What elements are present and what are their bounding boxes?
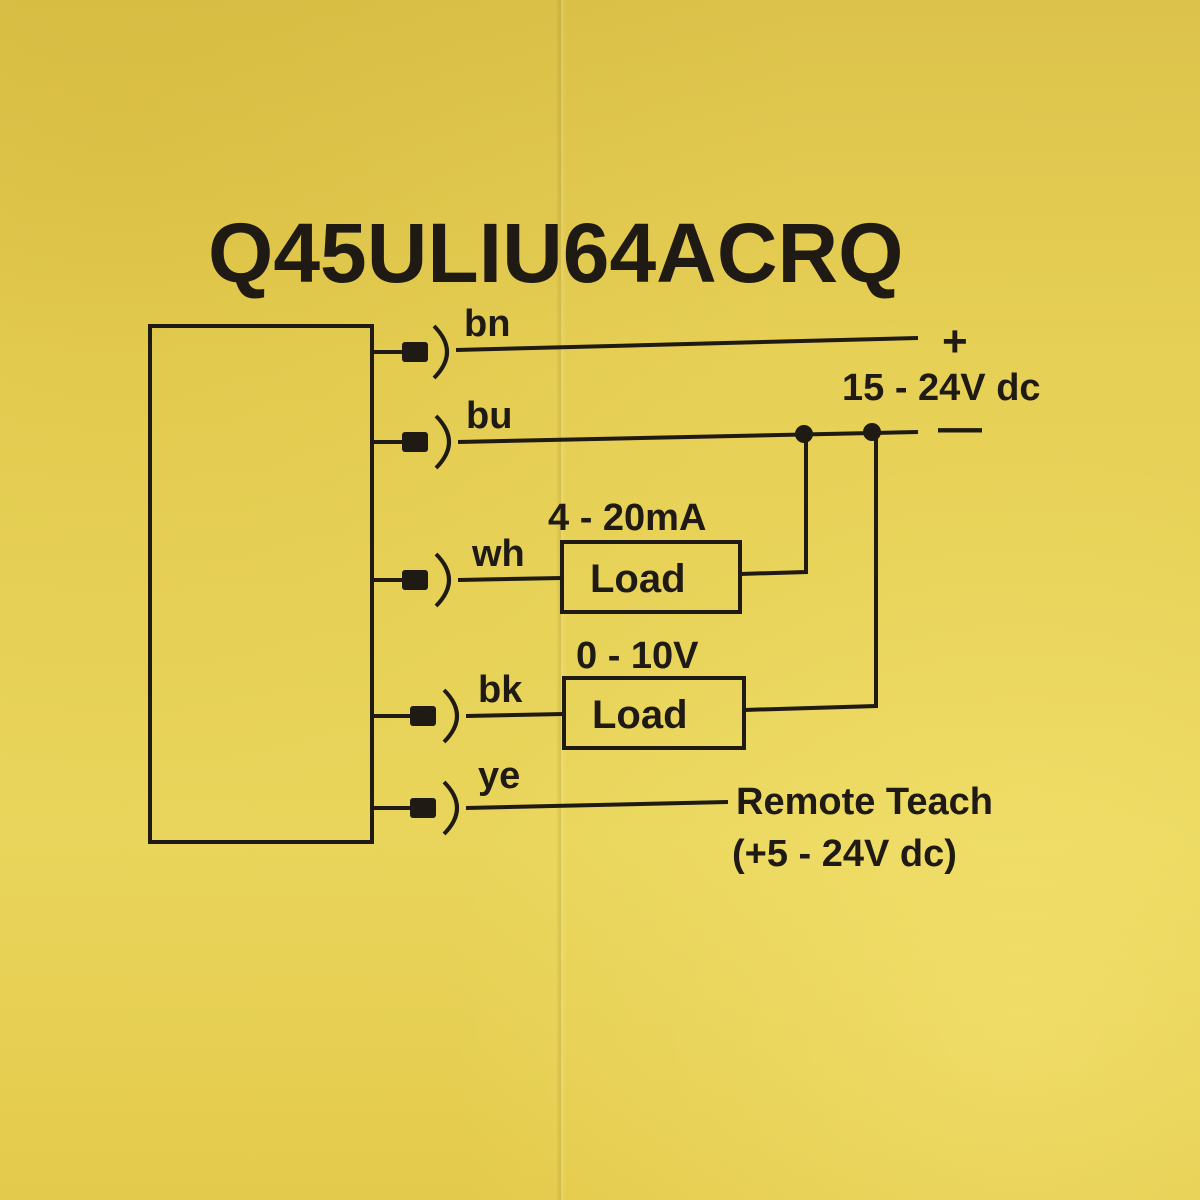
wire-bk bbox=[465, 712, 565, 718]
remote-teach-voltage: (+5 - 24V dc) bbox=[732, 833, 957, 875]
wire-wh bbox=[457, 576, 563, 582]
supply-voltage: 15 - 24V dc bbox=[842, 367, 1041, 409]
wire-bn bbox=[455, 336, 919, 352]
current-output-range: 4 - 20mA bbox=[548, 497, 706, 539]
wire-label-bk: bk bbox=[478, 669, 523, 711]
voltage-load-label: Load bbox=[592, 693, 688, 737]
wire-bu bbox=[457, 430, 919, 444]
voltage-load-box bbox=[562, 676, 746, 750]
wire-label-wh: wh bbox=[471, 533, 525, 575]
junction-voltage-return bbox=[863, 423, 881, 441]
connector-wh bbox=[372, 552, 451, 608]
wire-label-bu: bu bbox=[466, 395, 512, 437]
sensor-body bbox=[148, 324, 374, 844]
supply-minus: — bbox=[938, 403, 982, 452]
current-load-label: Load bbox=[590, 557, 686, 601]
remote-teach-label: Remote Teach bbox=[736, 781, 993, 823]
wire-label-bn: bn bbox=[464, 303, 510, 345]
model-title: Q45ULIU64ACRQ bbox=[208, 206, 904, 300]
supply-plus: + bbox=[942, 317, 968, 366]
wire-voltage-return bbox=[743, 432, 878, 712]
wire-label-ye: ye bbox=[478, 755, 520, 797]
wire-current-return bbox=[739, 434, 808, 576]
wire-ye bbox=[465, 800, 729, 810]
voltage-output-range: 0 - 10V bbox=[576, 635, 699, 677]
connector-bk bbox=[372, 688, 459, 744]
connector-ye bbox=[372, 780, 459, 836]
connector-bn bbox=[372, 324, 449, 380]
current-load-box bbox=[560, 540, 742, 614]
connector-bu bbox=[372, 414, 451, 470]
